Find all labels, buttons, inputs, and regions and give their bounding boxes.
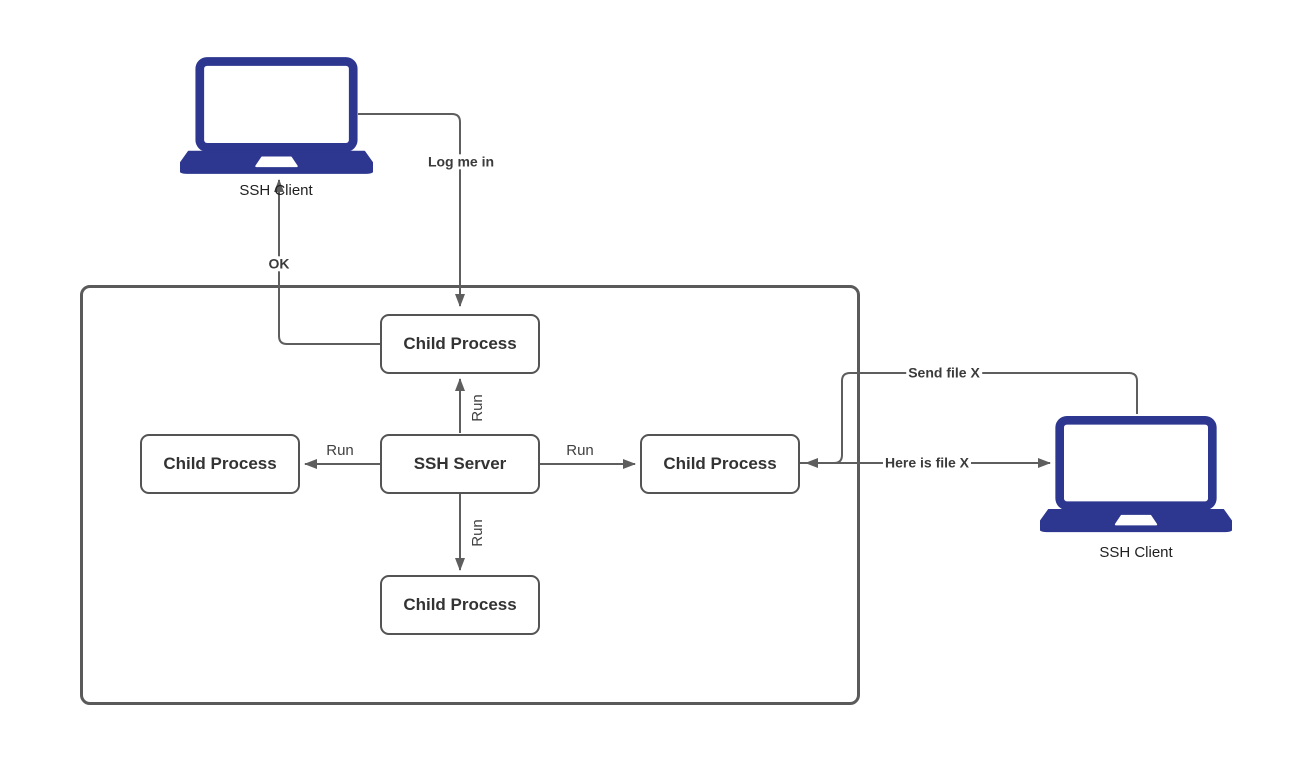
laptop-screen xyxy=(1064,424,1208,502)
node-child-process-right: Child Process xyxy=(640,434,800,494)
node-ssh-server: SSH Server xyxy=(380,434,540,494)
edge-ok xyxy=(274,179,380,345)
caption-ssh-client-left: SSH Client xyxy=(239,182,313,199)
laptop-notch xyxy=(255,156,298,168)
laptop-icon-right xyxy=(1040,415,1232,533)
node-child-process-top: Child Process xyxy=(380,314,540,374)
laptop-screen xyxy=(204,65,349,144)
laptop-icon-left xyxy=(180,57,373,174)
edge-label-here-is-file: Here is file X xyxy=(882,454,972,471)
server-host-boundary xyxy=(80,285,860,705)
edge-label-run-right: Run xyxy=(566,441,594,459)
edge-send-file xyxy=(805,372,1138,468)
edge-log-me-in xyxy=(358,113,465,307)
edge-label-run-bottom: Run xyxy=(468,519,486,547)
edge-label-log-me-in: Log me in xyxy=(425,153,497,170)
node-child-process-bottom: Child Process xyxy=(380,575,540,635)
edge-label-send-file: Send file X xyxy=(906,364,982,381)
edge-label-ok: OK xyxy=(266,255,292,272)
edge-label-run-left: Run xyxy=(326,441,354,459)
caption-ssh-client-right: SSH Client xyxy=(1099,544,1173,561)
edge-label-run-top: Run xyxy=(468,394,486,422)
node-child-process-left: Child Process xyxy=(140,434,300,494)
laptop-notch xyxy=(1114,514,1158,526)
